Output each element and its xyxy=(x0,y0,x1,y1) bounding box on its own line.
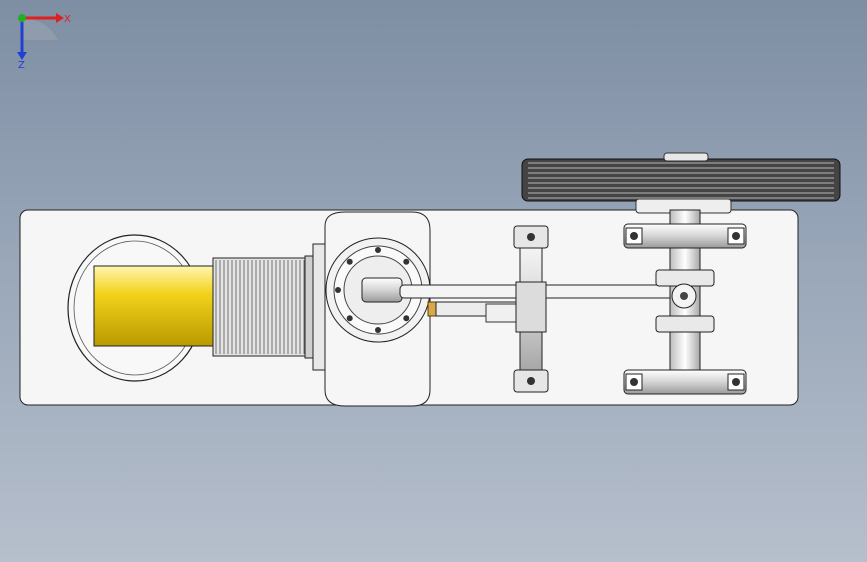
z-axis-arrow xyxy=(17,52,27,60)
bearing-support xyxy=(513,225,549,393)
crankcase xyxy=(324,211,431,407)
x-axis-arrow xyxy=(56,13,64,23)
cylinder xyxy=(93,265,219,347)
triad-plane xyxy=(22,17,58,40)
cooling-fins xyxy=(212,243,326,371)
shaft-bearing-block-bottom xyxy=(623,369,747,395)
bolt xyxy=(346,258,353,265)
z-axis-label: Z xyxy=(18,60,25,70)
orientation-triad: X Z xyxy=(17,13,71,70)
bolt xyxy=(403,315,410,322)
x-axis-label: X xyxy=(64,14,71,25)
y-axis-dot xyxy=(18,14,26,22)
shaft-bearing-block-top xyxy=(623,223,747,249)
bolt xyxy=(346,315,353,322)
bolt xyxy=(403,258,410,265)
bolt xyxy=(335,287,341,293)
bolt xyxy=(375,247,381,253)
bolt xyxy=(375,327,381,333)
pulley xyxy=(521,152,841,214)
